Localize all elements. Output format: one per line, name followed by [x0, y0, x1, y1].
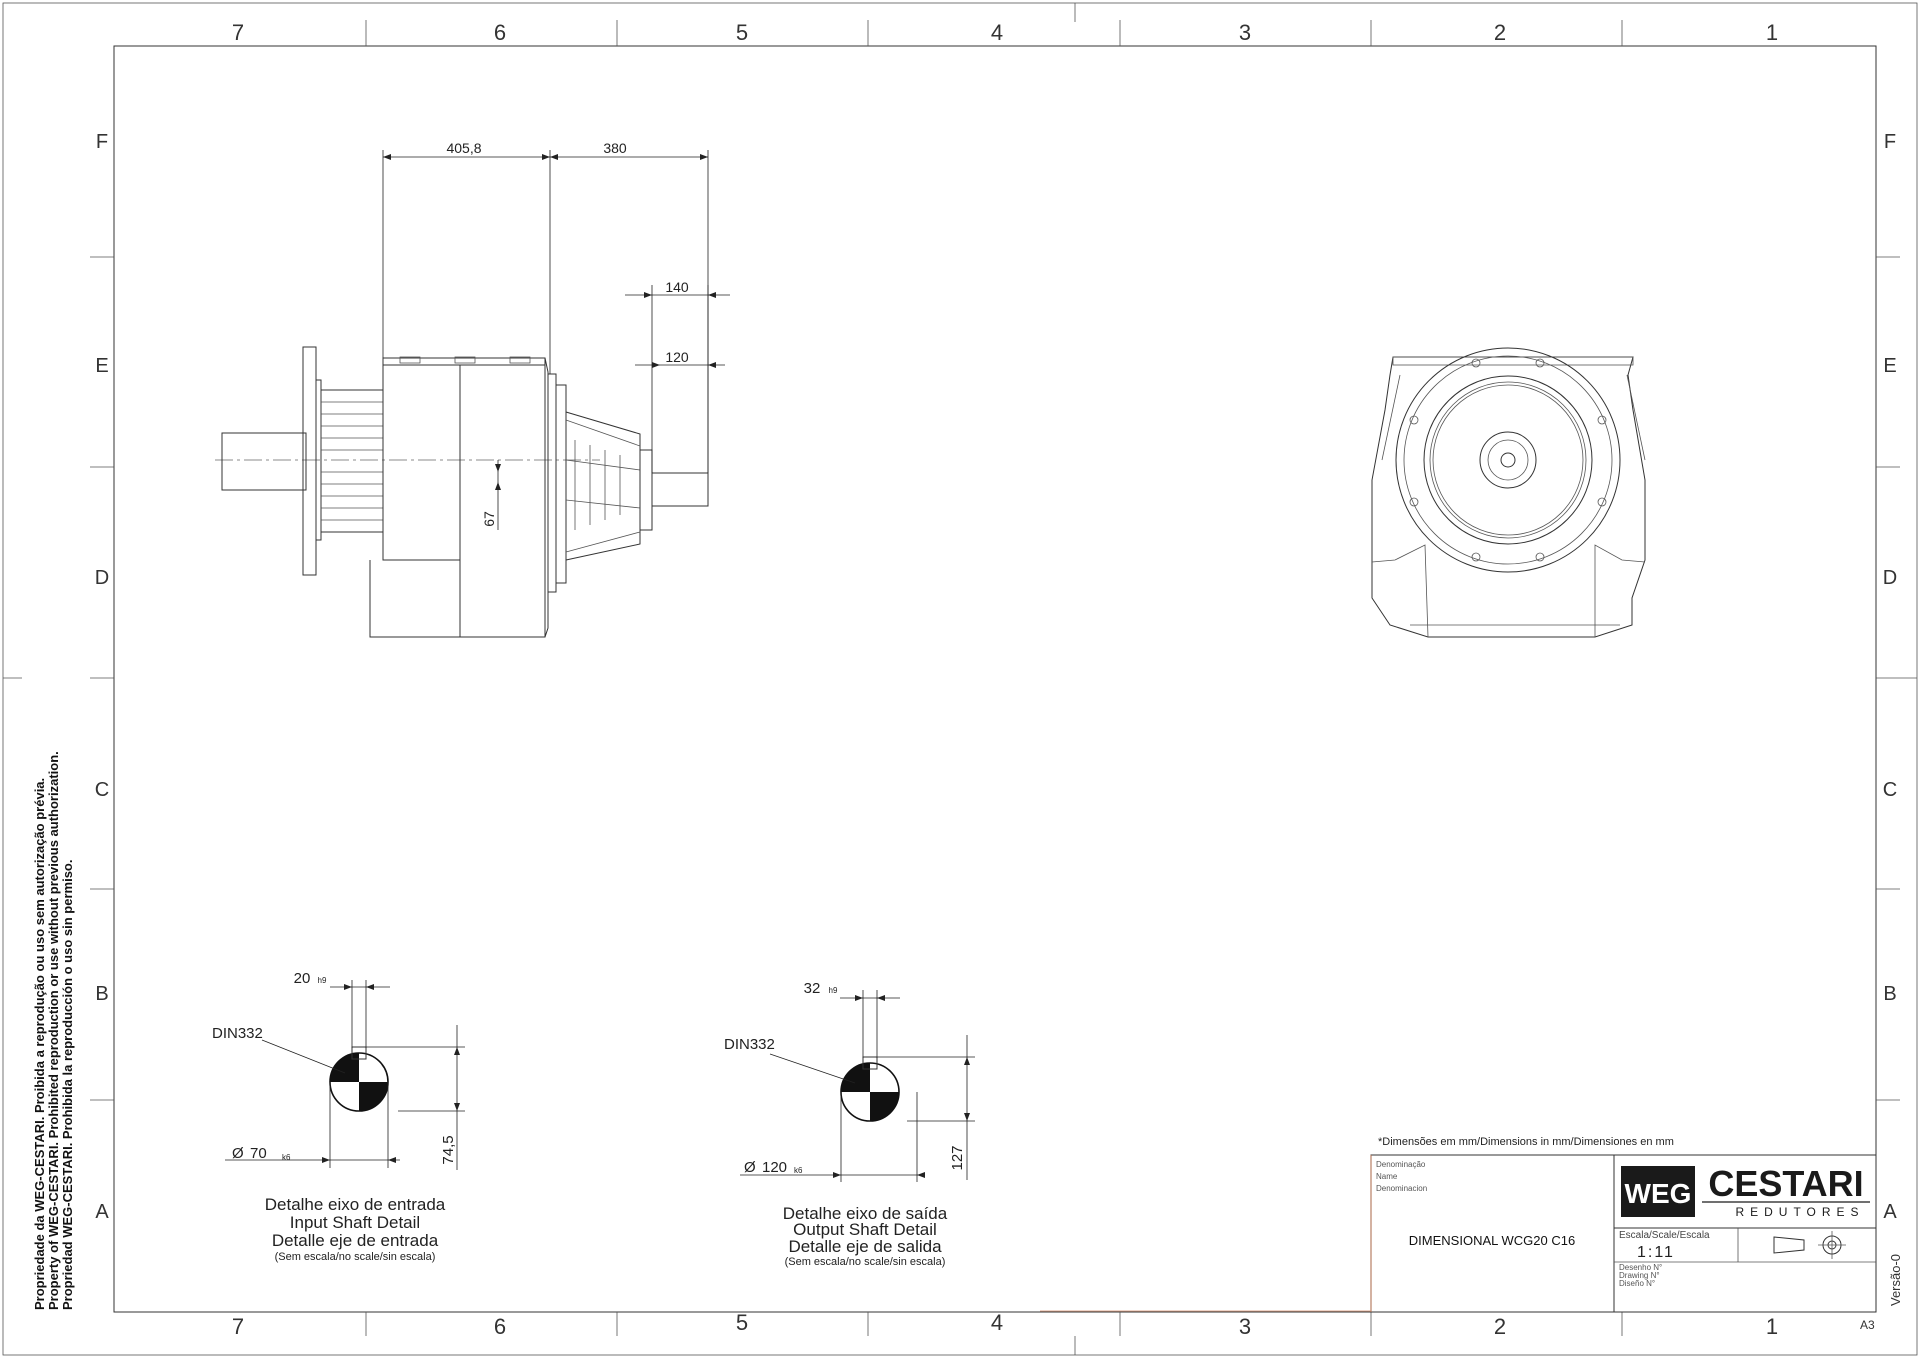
dim-140: 140: [665, 279, 689, 295]
brand-name: CESTARI: [1708, 1163, 1863, 1204]
output-shaft-detail: 32 h9 DIN332 Ø 120 k6 127 Detalhe eixo d…: [724, 980, 975, 1268]
title-pt: Detalhe eixo de saída: [783, 1204, 948, 1223]
col-label: 4: [991, 20, 1003, 45]
row-label: B: [1883, 983, 1896, 1005]
col-label: 6: [494, 20, 506, 45]
col-label: 5: [736, 1310, 748, 1335]
row-labels-left: F E D C B A: [95, 131, 110, 1223]
drawing-no-label: Drawing N°: [1619, 1271, 1660, 1280]
row-label: C: [95, 779, 109, 801]
weg-logo: WEG: [1621, 1166, 1695, 1217]
row-label: E: [1883, 355, 1896, 377]
diameter-symbol: Ø: [232, 1145, 244, 1162]
key-width-label: 32: [804, 980, 821, 997]
title-pt: Detalhe eixo de entrada: [265, 1195, 446, 1214]
scale-label: Escala/Scale/Escala: [1619, 1230, 1710, 1241]
key-width-label: 20: [294, 970, 311, 987]
title-es: Detalle eje de salida: [788, 1237, 942, 1256]
dim-380: 380: [603, 140, 627, 156]
col-label: 4: [991, 1310, 1003, 1335]
col-label: 2: [1494, 20, 1506, 45]
scale-note: (Sem escala/no scale/sin escala): [275, 1251, 436, 1263]
title-es: Detalle eje de entrada: [272, 1231, 439, 1250]
copyright-line: Property of WEG-CESTARI. Prohibited repr…: [46, 751, 61, 1310]
row-label: F: [96, 131, 108, 153]
col-label: 6: [494, 1314, 506, 1339]
col-label: 2: [1494, 1314, 1506, 1339]
column-labels-bottom: 7 6 5 4 3 2 1: [232, 1310, 1778, 1339]
col-label: 3: [1239, 20, 1251, 45]
col-label: 7: [232, 1314, 244, 1339]
col-label: 1: [1766, 1314, 1778, 1339]
name-label: Denominação: [1376, 1160, 1426, 1169]
row-label: A: [95, 1201, 109, 1223]
dim-405-8: 405,8: [446, 140, 481, 156]
front-view: [1371, 347, 1646, 638]
sheet-size: A3: [1860, 1318, 1875, 1332]
row-label: D: [1883, 567, 1897, 589]
diameter-label: 120: [762, 1159, 787, 1176]
side-view: [215, 346, 709, 638]
dimensions-note: *Dimensões em mm/Dimensions in mm/Dimens…: [1378, 1136, 1674, 1148]
col-label: 1: [1766, 20, 1778, 45]
name-label: Name: [1376, 1172, 1398, 1181]
scale-value: 1:11: [1637, 1244, 1675, 1261]
brand-sub: REDUTORES: [1735, 1205, 1864, 1219]
diameter-tol: k6: [794, 1166, 803, 1175]
row-label: F: [1884, 131, 1896, 153]
row-label: A: [1883, 1201, 1897, 1223]
svg-text:WEG: WEG: [1625, 1178, 1692, 1209]
key-tol-label: h9: [318, 976, 327, 985]
input-shaft-detail: 20 h9 DIN332 Ø 70 k6 74,5 Detalhe eixo d…: [212, 970, 465, 1263]
name-label: Denominacion: [1376, 1184, 1427, 1193]
row-label: B: [95, 983, 108, 1005]
title-en: Output Shaft Detail: [793, 1220, 937, 1239]
column-labels-top: 7 6 5 4 3 2 1: [232, 20, 1778, 45]
version-label: Versão-0: [1888, 1254, 1903, 1306]
copyright-line: Propriedad WEG-CESTARI. Prohibida la rep…: [60, 860, 75, 1310]
row-labels-right: F E D C B A: [1883, 131, 1898, 1223]
col-label: 5: [736, 20, 748, 45]
row-label: C: [1883, 779, 1897, 801]
copyright-line: Propriedade da WEG-CESTARI. Proibida a r…: [32, 778, 47, 1310]
title-en: Input Shaft Detail: [290, 1213, 420, 1232]
diameter-tol: k6: [282, 1153, 291, 1162]
scale-note: (Sem escala/no scale/sin escala): [785, 1256, 946, 1268]
dim-67: 67: [481, 511, 497, 527]
drawing-name: DIMENSIONAL WCG20 C16: [1409, 1233, 1575, 1248]
key-tol-label: h9: [829, 986, 838, 995]
copyright-notice: Propriedade da WEG-CESTARI. Proibida a r…: [32, 751, 75, 1310]
side-view-dimensions: 405,8 380 140 120 67: [382, 140, 730, 530]
row-label: E: [95, 355, 108, 377]
diameter-label: 70: [250, 1145, 267, 1162]
row-label: D: [95, 567, 109, 589]
projection-symbol-icon: [1773, 1231, 1846, 1259]
title-block: *Dimensões em mm/Dimensions in mm/Dimens…: [1040, 1136, 1903, 1332]
height-label: 74,5: [440, 1135, 457, 1164]
drawing-no-label: Diseño N°: [1619, 1279, 1655, 1288]
din-label: DIN332: [212, 1025, 263, 1042]
dim-120: 120: [665, 349, 689, 365]
height-label: 127: [949, 1145, 966, 1170]
diameter-symbol: Ø: [744, 1159, 756, 1176]
col-label: 7: [232, 20, 244, 45]
col-label: 3: [1239, 1314, 1251, 1339]
drawing-no-label: Desenho N°: [1619, 1263, 1662, 1272]
din-label: DIN332: [724, 1036, 775, 1053]
